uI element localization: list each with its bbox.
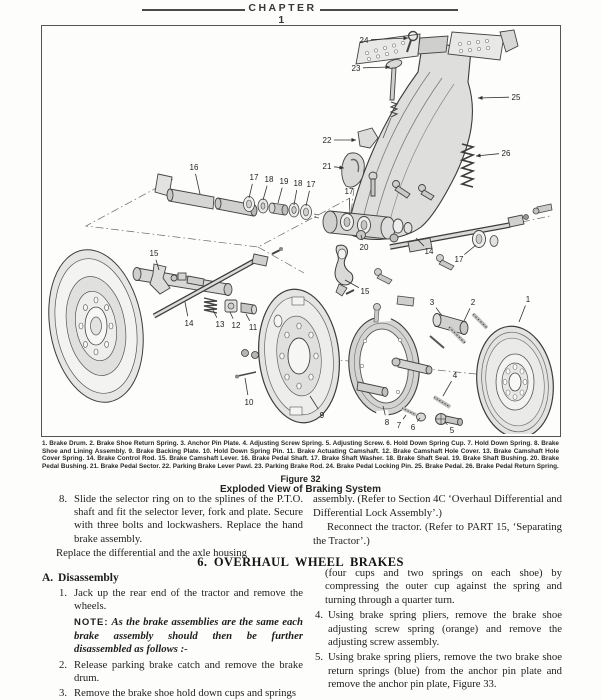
upper-left-column: 8.Slide the selector ring on to the spli… xyxy=(42,491,303,560)
part-callout-number: 18 xyxy=(294,179,303,188)
part-callout-number: 17 xyxy=(307,180,316,189)
procedure-list: 4.Using brake spring pliers, remove the … xyxy=(315,609,562,691)
subsection-heading: A. Disassembly xyxy=(42,572,119,584)
paragraph: Replace the differential and the axle ho… xyxy=(56,546,247,559)
procedure-list: 1.Jack up the rear end of the tractor an… xyxy=(59,587,303,700)
brake-pedal-shaft xyxy=(154,173,258,217)
part-callout-number: 4 xyxy=(453,371,458,380)
part-callout-number: 8 xyxy=(385,418,390,427)
part-callout-number: 23 xyxy=(352,64,361,73)
procedure-step: 8.Slide the selector ring on to the spli… xyxy=(59,493,303,545)
frame-top-brackets xyxy=(355,29,519,65)
brake-drum xyxy=(476,325,554,439)
part-callout-number: 17 xyxy=(345,187,354,196)
anchor-pin-plate xyxy=(429,313,469,349)
brake-control-rod-left xyxy=(152,247,283,319)
parking-brake-parts xyxy=(341,30,435,201)
axle-housing xyxy=(322,210,413,240)
figure-number: Figure 32 xyxy=(280,474,321,484)
part-callout-number: 12 xyxy=(232,321,241,330)
lower-right-column: (four cups and two springs on each shoe)… xyxy=(313,567,562,692)
header-rule-left xyxy=(142,9,245,11)
section-heading: 6. OVERHAUL WHEEL BRAKES xyxy=(197,555,404,569)
part-callout-number: 22 xyxy=(323,136,332,145)
paragraph: (four cups and two springs on each shoe)… xyxy=(325,567,562,606)
paragraph: assembly. (Refer to Section 4C ‘Overhaul… xyxy=(313,493,562,519)
pedal-return-spring xyxy=(459,143,476,188)
part-callout-number: 16 xyxy=(190,163,199,172)
brake-camshaft-lever xyxy=(334,244,354,297)
part-callout-number: 9 xyxy=(320,411,325,420)
part-callout-number: 19 xyxy=(280,177,289,186)
chapter-heading: CHAPTER 1 xyxy=(248,2,317,26)
part-callout-number: 20 xyxy=(360,243,369,252)
figure-title: Exploded View of Braking System xyxy=(220,484,381,495)
part-callout-number: 6 xyxy=(411,423,416,432)
part-callout-number: 1 xyxy=(526,295,531,304)
upper-right-column: assembly. (Refer to Section 4C ‘Overhaul… xyxy=(313,493,562,548)
part-callout-number: 14 xyxy=(425,247,434,256)
hold-down-pin xyxy=(235,349,259,379)
part-callout-number: 2 xyxy=(471,298,476,307)
part-callout-number: 11 xyxy=(249,323,258,332)
brake-control-rod-right xyxy=(345,203,553,295)
note: NOTE: As the brake assemblies are the sa… xyxy=(74,616,303,655)
part-callout-number: 21 xyxy=(323,162,332,171)
part-callout-number: 15 xyxy=(150,249,159,258)
procedure-step: 4.Using brake spring pliers, remove the … xyxy=(315,609,562,649)
adjuster-parts xyxy=(356,357,463,426)
exploded-view-diagram: 2423252226211617181918171720141715151413… xyxy=(48,29,554,439)
shoe-return-springs xyxy=(447,312,489,345)
part-callout-number: 7 xyxy=(397,421,402,430)
rear-wheel xyxy=(48,249,144,403)
header-rule-right xyxy=(320,9,458,11)
figure-parts-caption: 1. Brake Drum. 2. Brake Shoe Return Spri… xyxy=(42,440,559,470)
part-callout-number: 14 xyxy=(185,319,194,328)
part-callout-number: 24 xyxy=(360,36,369,45)
procedure-step: 1.Jack up the rear end of the tractor an… xyxy=(59,587,303,613)
lower-left-column: A. Disassembly 1.Jack up the rear end of… xyxy=(42,571,303,700)
part-callout-number: 26 xyxy=(502,149,511,158)
part-callout-number: 17 xyxy=(250,173,259,182)
paragraph: Reconnect the tractor. (Refer to PART 15… xyxy=(313,521,562,547)
brake-shoe-assembly xyxy=(348,295,420,419)
procedure-step: 3.Remove the brake shoe hold down cups a… xyxy=(59,687,297,700)
procedure-list: 8.Slide the selector ring on to the spli… xyxy=(59,493,303,546)
part-callout-number: 17 xyxy=(455,255,464,264)
part-callout-number: 3 xyxy=(430,298,435,307)
part-callout-number: 15 xyxy=(361,287,370,296)
part-callout-number: 5 xyxy=(450,426,455,434)
procedure-step: 5.Using brake spring pliers, remove the … xyxy=(315,651,562,691)
camshaft-small-parts xyxy=(203,297,257,315)
shaft-washers-and-seals xyxy=(243,196,320,220)
part-callout-number: 18 xyxy=(265,175,274,184)
part-callout-number: 25 xyxy=(512,93,521,102)
brake-backing-plate xyxy=(258,288,340,424)
part-callout-number: 13 xyxy=(216,320,225,329)
procedure-step: 2.Release parking brake catch and remove… xyxy=(59,658,303,684)
part-callout-number: 10 xyxy=(245,398,254,407)
